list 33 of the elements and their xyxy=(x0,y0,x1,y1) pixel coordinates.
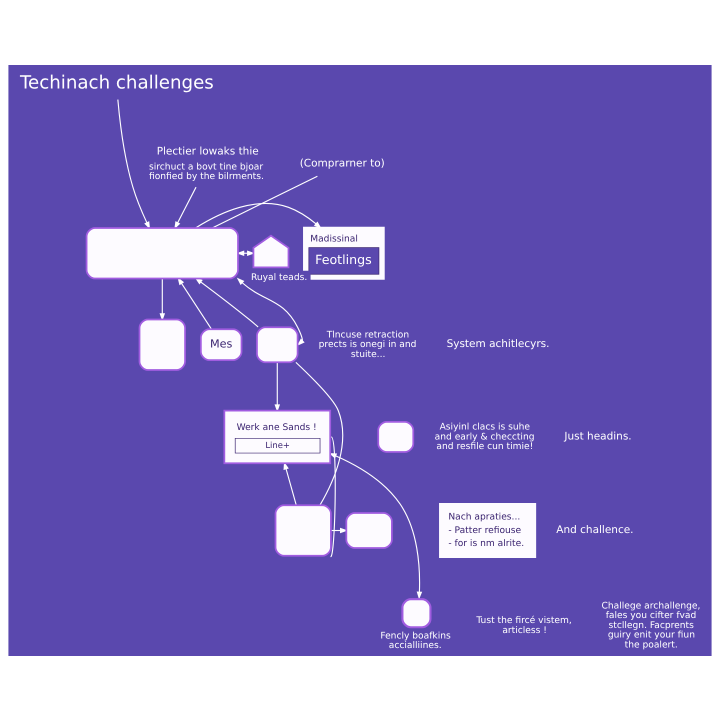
arrow xyxy=(328,452,422,599)
connector xyxy=(296,361,344,505)
arrow xyxy=(274,362,280,412)
node-text: Plectier lowaks thie sirchuct a bovt tine bjoar fionfied by the bilrments. xyxy=(148,144,264,182)
node-label: Fencly boafkins accialliines. xyxy=(380,630,451,651)
arrow xyxy=(236,277,305,346)
connector xyxy=(212,175,318,228)
label: Tlncuse retraction prects is onegi in and stuite... xyxy=(318,330,416,360)
arrow xyxy=(331,527,348,533)
node-box xyxy=(86,226,239,279)
arrow xyxy=(284,461,297,505)
label: Challege archallenge, fales you cifter fvad stcllegn. Facprents guiry enit your fiun the poalert. xyxy=(602,600,700,650)
node-text: Techinach challenges xyxy=(20,72,214,93)
node-box xyxy=(345,512,393,548)
label: System achitlecyrs. xyxy=(446,338,550,350)
arrow xyxy=(160,278,166,321)
node-box: Mes xyxy=(200,328,242,361)
label: Just headins. xyxy=(564,430,632,442)
connector xyxy=(330,436,336,556)
node-box: Nach apraties... - Patter refiouse - for is nm alrite. xyxy=(439,502,536,558)
arrow xyxy=(117,98,150,229)
node-box: Werk ane Sands ! Line+ xyxy=(223,409,332,464)
label: And challence. xyxy=(556,523,634,536)
node-box xyxy=(138,318,186,370)
label: Asiyinl clacs is suhe and early & checcting and resfile cun timie! xyxy=(434,422,535,452)
node-text: (Comprarner to) xyxy=(300,156,385,169)
node-box xyxy=(256,326,298,363)
node-box xyxy=(377,420,414,452)
node-box xyxy=(274,504,332,556)
arrow xyxy=(174,186,197,229)
arrow xyxy=(195,202,322,228)
arrow xyxy=(236,250,255,256)
label: Tust the fircé vistem, articless ! xyxy=(476,615,572,636)
